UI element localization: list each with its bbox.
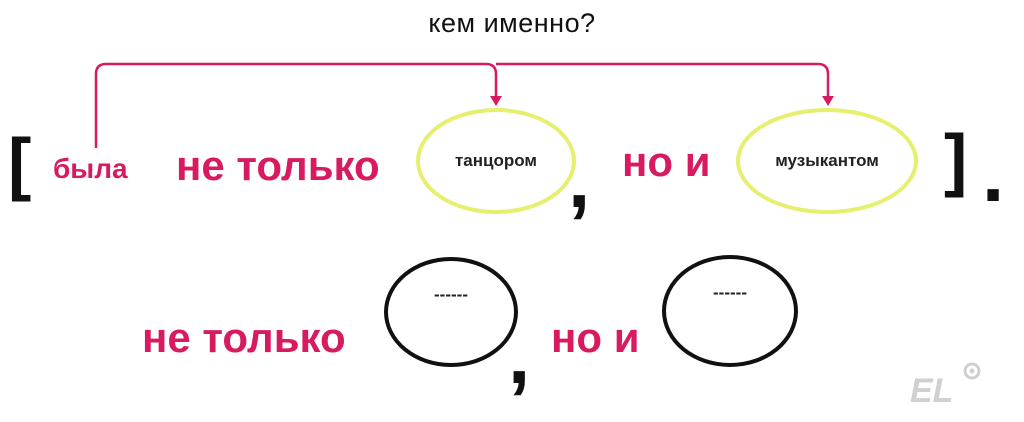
- sentence-period: .: [982, 129, 1005, 218]
- placeholder-member-1: ------: [384, 257, 518, 367]
- arrow-line-main: [94, 62, 498, 148]
- arrow-line-branch: [496, 62, 830, 98]
- homogeneous-member-1: танцором: [416, 108, 576, 214]
- el-logo: EL: [910, 372, 954, 410]
- comma-row1: ,: [568, 135, 591, 224]
- close-bracket: ]: [944, 120, 968, 198]
- conjunction-first-row2: не только: [142, 314, 346, 361]
- conjunction-first-row1: не только: [176, 142, 380, 189]
- placeholder-member-2: ------: [662, 255, 798, 367]
- question-label: кем именно?: [428, 8, 596, 38]
- open-bracket: [: [8, 124, 32, 202]
- homogeneous-member-2: музыкантом: [736, 108, 918, 214]
- arrow-head-1: [490, 96, 502, 106]
- conjunction-second-row2: но и: [551, 314, 640, 361]
- comma-row2: ,: [508, 311, 531, 400]
- arrow-head-2: [822, 96, 834, 106]
- conjunction-second-row1: но и: [622, 138, 711, 185]
- subject-word: была: [53, 153, 128, 184]
